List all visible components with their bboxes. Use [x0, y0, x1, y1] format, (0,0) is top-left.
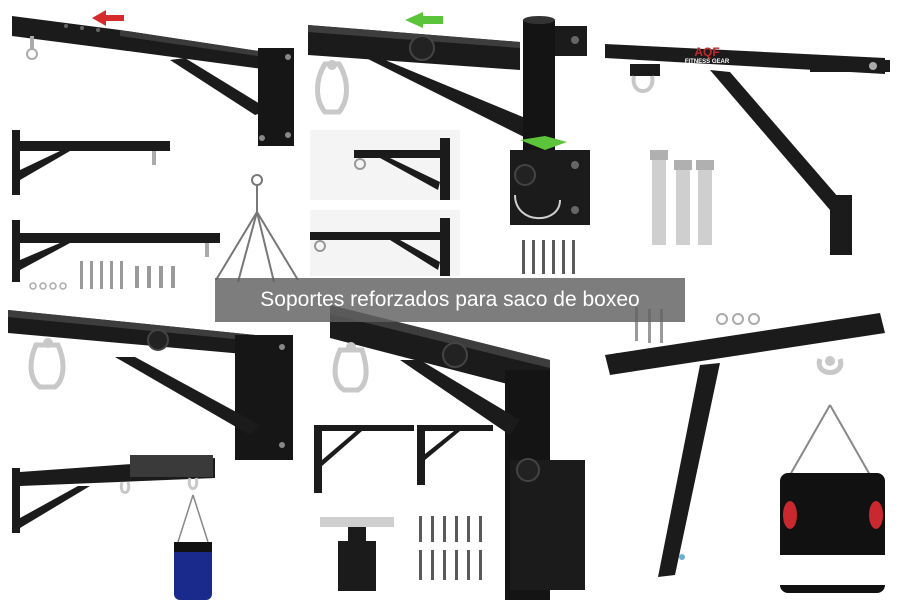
shackle-icon — [816, 356, 844, 375]
rotate-arrow-icon — [405, 12, 443, 28]
bracket-photo-long-swivel — [310, 300, 600, 600]
screw-set — [25, 258, 215, 293]
caption-text: Soportes reforzados para saco de boxeo — [260, 288, 640, 311]
brand-logo-tagline: FITNESS GEAR — [684, 59, 730, 65]
bolt-set — [415, 512, 495, 584]
knob-icon — [514, 164, 536, 186]
chain-icon — [177, 494, 209, 543]
bracket-thumbnail-short — [310, 130, 460, 200]
bolt-icon — [80, 261, 175, 289]
bracket-photo-flat-short — [0, 125, 210, 200]
shackle-icon — [332, 342, 369, 393]
rotate-arrow-icon — [520, 136, 567, 150]
bracket-mount-thumbnail — [318, 515, 398, 595]
bracket-photo-aqf — [600, 0, 900, 275]
bolt-icon — [650, 150, 714, 245]
chain-photo — [212, 172, 302, 287]
bolt-icon — [522, 240, 575, 274]
brand-logo: AQF FITNESS GEAR — [672, 46, 742, 70]
bracket-thumbnail-long — [310, 210, 460, 276]
shackle-icon — [28, 338, 66, 390]
chain-icon — [215, 174, 299, 283]
punching-bag — [780, 473, 885, 593]
bracket-photo-flat-long — [0, 215, 225, 285]
brand-logo-name: AQF — [694, 46, 720, 59]
bolt-icon — [635, 307, 663, 343]
punching-bag — [174, 542, 212, 600]
shackle-icon — [119, 477, 199, 494]
knob-icon — [409, 35, 435, 61]
bracket-photo-heavy-bag — [600, 295, 900, 600]
bolt-icon — [419, 516, 482, 580]
bracket-pair-thumbnail — [312, 420, 497, 495]
shackle-icon — [630, 64, 660, 93]
chain-icon — [789, 404, 871, 476]
caption-banner: Soportes reforzados para saco de boxeo — [215, 278, 685, 322]
knob-icon — [147, 329, 169, 351]
bracket-photo-swivel — [305, 0, 600, 270]
left-arrow-icon — [92, 10, 124, 26]
eye-hook-icon — [26, 36, 38, 60]
bracket-photo-with-bag — [0, 450, 230, 600]
bracket-photo-shackle — [0, 305, 300, 465]
shackle-icon — [315, 60, 349, 115]
bolt-set-top — [518, 238, 580, 278]
knob-icon — [516, 458, 540, 482]
bracket-photo-extendable — [0, 0, 300, 150]
knob-icon — [442, 342, 468, 368]
